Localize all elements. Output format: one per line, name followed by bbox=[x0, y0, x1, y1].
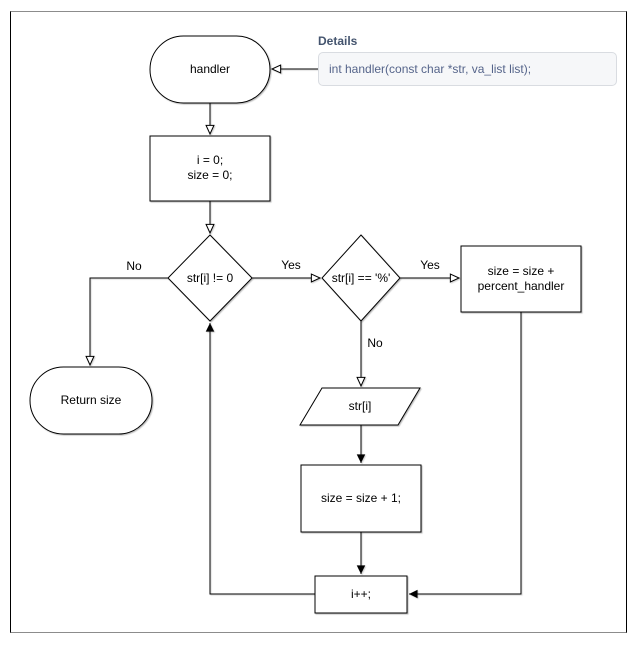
details-code-box[interactable]: int handler(const char *str, va_list lis… bbox=[318, 52, 617, 86]
node-percent-handler-shape[interactable] bbox=[460, 245, 582, 313]
details-title: Details bbox=[318, 34, 358, 48]
node-io-char-shape[interactable] bbox=[299, 387, 421, 426]
node-handler-shape[interactable] bbox=[149, 35, 271, 104]
details-code-text: int handler(const char *str, va_list lis… bbox=[329, 62, 532, 76]
node-inc-size-shape[interactable] bbox=[300, 464, 422, 533]
node-inc-i-shape[interactable] bbox=[314, 575, 408, 614]
edge-no-to-return bbox=[90, 277, 168, 365]
node-cond-percent-shape[interactable] bbox=[321, 234, 401, 322]
node-cond-loop-shape[interactable] bbox=[167, 234, 253, 322]
edge-inc-i-to-cond-loop bbox=[205, 323, 315, 595]
edge-percent-handler-to-inc-i bbox=[409, 312, 522, 599]
node-init-shape[interactable] bbox=[149, 135, 271, 202]
node-return-size-shape[interactable] bbox=[29, 366, 153, 435]
